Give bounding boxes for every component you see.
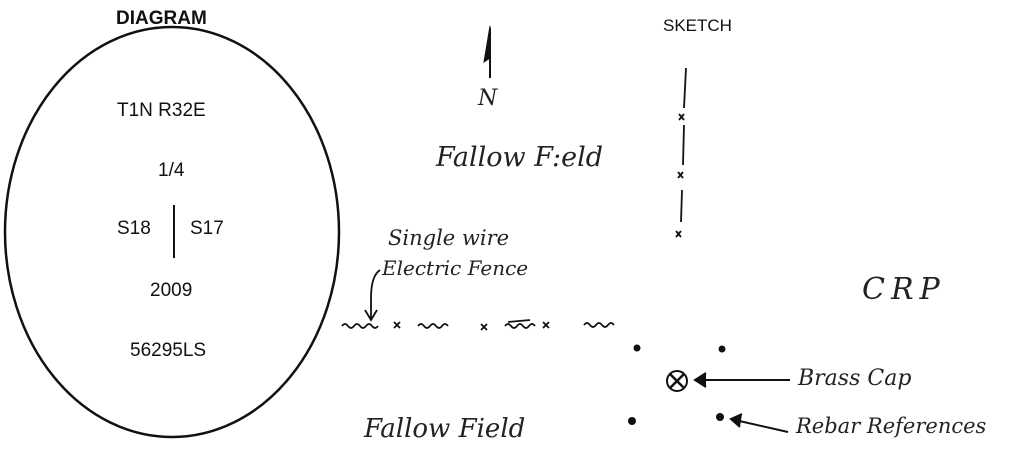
brass-cap-label: Brass Cap <box>798 366 912 391</box>
electric-fence-line <box>341 319 615 331</box>
vertical-fence-line <box>675 67 687 238</box>
quarter-text: 1/4 <box>158 160 185 181</box>
north-label: N <box>478 86 498 111</box>
rebar-reference-dots <box>628 344 726 425</box>
fence-label-arrow <box>364 269 381 322</box>
section-right-text: S17 <box>190 218 224 239</box>
fallow-field-bottom-label: Fallow Field <box>364 414 526 444</box>
rebar-references-label: Rebar References <box>796 414 987 438</box>
brass-cap-arrow <box>693 372 790 388</box>
sketch-title: SKETCH <box>663 16 732 35</box>
diagram-title: DIAGRAM <box>116 8 207 29</box>
fence-label-line2: Electric Fence <box>382 256 529 280</box>
fallow-field-top-label: Fallow F:eld <box>436 142 603 173</box>
section-left-text: S18 <box>117 218 151 239</box>
year-text: 2009 <box>150 280 193 301</box>
brass-cap-icon <box>666 370 688 392</box>
north-arrow-icon <box>483 25 491 78</box>
corner-id-text: 56295LS <box>130 340 207 361</box>
crp-label: CRP <box>862 272 946 307</box>
rebar-arrow <box>729 413 789 433</box>
section-circle <box>3 25 341 439</box>
township-range-text: T1N R32E <box>117 100 206 121</box>
fence-label-line1: Single wire <box>388 226 510 250</box>
